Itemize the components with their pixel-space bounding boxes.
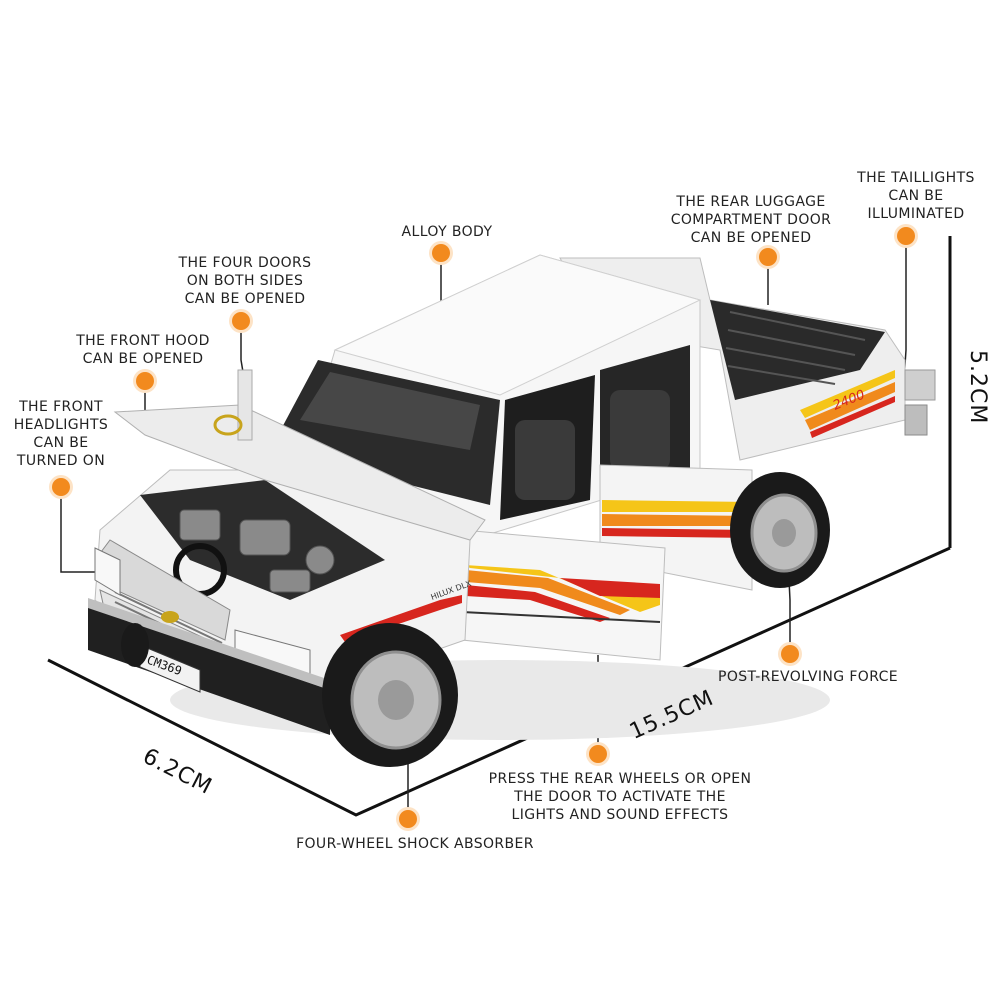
callout-dot-alloy-body (432, 244, 450, 262)
dimension-lines (47, 236, 952, 817)
callout-press-rear: PRESS THE REAR WHEELS OR OPEN THE DOOR T… (488, 771, 752, 823)
callout-four-doors: THE FOUR DOORS ON BOTH SIDES CAN BE OPEN… (178, 255, 312, 307)
front-left-wheel (121, 623, 149, 667)
callout-dot-headlights (52, 478, 70, 496)
callout-dot-taillights (897, 227, 915, 245)
callout-dot-front-hood (136, 372, 154, 390)
callout-headlights: THE FRONT HEADLIGHTS CAN BE TURNED ON (13, 399, 109, 469)
floor-dimension-line (47, 546, 951, 817)
truck: 2400 (88, 254, 936, 767)
callout-dot-post-revolving (781, 645, 799, 663)
callout-taillights: THE TAILLIGHTS CAN BE ILLUMINATED (857, 170, 975, 222)
callout-dot-shock-absorber (399, 810, 417, 828)
rear-wheel (730, 472, 830, 588)
callout-post-revolving: POST-REVOLVING FORCE (718, 669, 899, 685)
callout-shock-absorber: FOUR-WHEEL SHOCK ABSORBER (296, 836, 534, 852)
callout-front-hood: THE FRONT HOOD CAN BE OPENED (76, 333, 210, 367)
callout-alloy-body: ALLOY BODY (401, 224, 493, 240)
callout-dot-press-rear (589, 745, 607, 763)
callout-dot-four-doors (232, 312, 250, 330)
callout-rear-door: THE REAR LUGGAGE COMPARTMENT DOOR CAN BE… (670, 194, 832, 246)
callout-dot-rear-door (759, 248, 777, 266)
front-wheel (322, 623, 458, 767)
dimension-height: 5.2CM (965, 350, 990, 425)
